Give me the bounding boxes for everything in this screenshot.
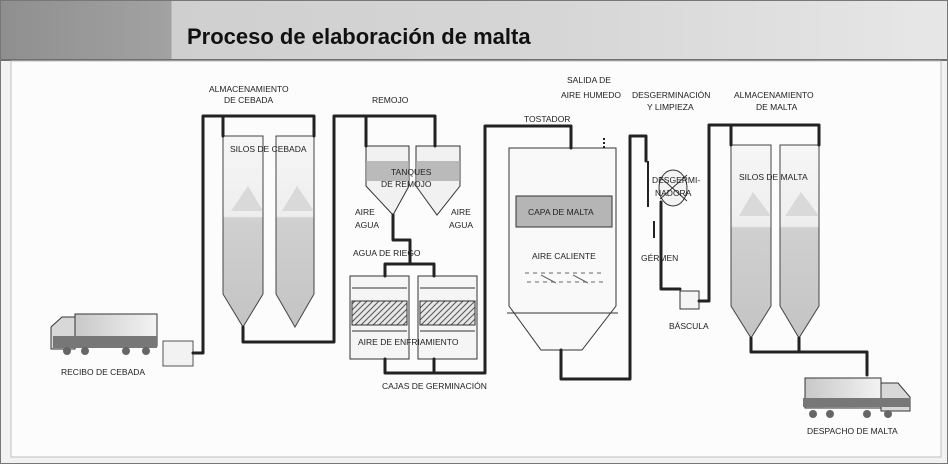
- label-germ: GÉRMEN: [641, 253, 678, 263]
- label-degerminator-1: DESGERMI-: [652, 175, 700, 185]
- steeping-tanks: [365, 145, 461, 216]
- label-humid-air-1: SALIDA DE: [567, 75, 611, 85]
- label-air-left: AIRE: [355, 207, 375, 217]
- scale-box: [679, 290, 700, 310]
- label-barley-receipt: RECIBO DE CEBADA: [61, 367, 145, 377]
- label-malt-silos: SILOS DE MALTA: [739, 172, 808, 182]
- label-water-right: AGUA: [449, 220, 473, 230]
- page-title: Proceso de elaboración de malta: [187, 24, 531, 49]
- label-storage-barley-2: DE CEBADA: [224, 95, 273, 105]
- material-flow-pipes: [191, 114, 869, 381]
- delivery-truck: [803, 377, 911, 418]
- label-degermination-1: DESGERMINACIÓN: [632, 90, 710, 100]
- label-scale: BÁSCULA: [669, 321, 709, 331]
- germination-boxes: [349, 275, 478, 360]
- label-degermination-2: Y LIMPIEZA: [647, 102, 694, 112]
- label-storage-barley-1: ALMACENAMIENTO: [209, 84, 289, 94]
- label-degerminator-2: NADORA: [655, 188, 692, 198]
- label-barley-silos: SILOS DE CEBADA: [230, 144, 307, 154]
- label-roaster: TOSTADOR: [524, 114, 570, 124]
- label-malt-layer: CAPA DE MALTA: [528, 207, 594, 217]
- label-tanks-1: TANQUES: [391, 167, 432, 177]
- label-storage-malt-2: DE MALTA: [756, 102, 798, 112]
- label-tanks-2: DE REMOJO: [381, 179, 432, 189]
- label-cooling-air: AIRE DE ENFRIAMIENTO: [358, 337, 459, 347]
- roaster: [507, 147, 618, 351]
- label-storage-malt-1: ALMACENAMIENTO: [734, 90, 814, 100]
- label-irrigation-water: AGUA DE RIEGO: [353, 248, 421, 258]
- label-steeping: REMOJO: [372, 95, 409, 105]
- label-water-left: AGUA: [355, 220, 379, 230]
- malt-silos: [730, 144, 820, 339]
- label-hot-air: AIRE CALIENTE: [532, 251, 596, 261]
- degerminator: [658, 169, 700, 310]
- receiving-truck: [50, 313, 158, 355]
- label-humid-air-2: AIRE HUMEDO: [561, 90, 621, 100]
- label-air-right: AIRE: [451, 207, 471, 217]
- barley-silos: [222, 135, 315, 329]
- label-malt-delivery: DESPACHO DE MALTA: [807, 426, 898, 436]
- title-bar: Proceso de elaboración de malta: [1, 1, 947, 61]
- label-germination-boxes: CAJAS DE GERMINACIÓN: [382, 381, 487, 391]
- receiving-hopper: [162, 340, 194, 367]
